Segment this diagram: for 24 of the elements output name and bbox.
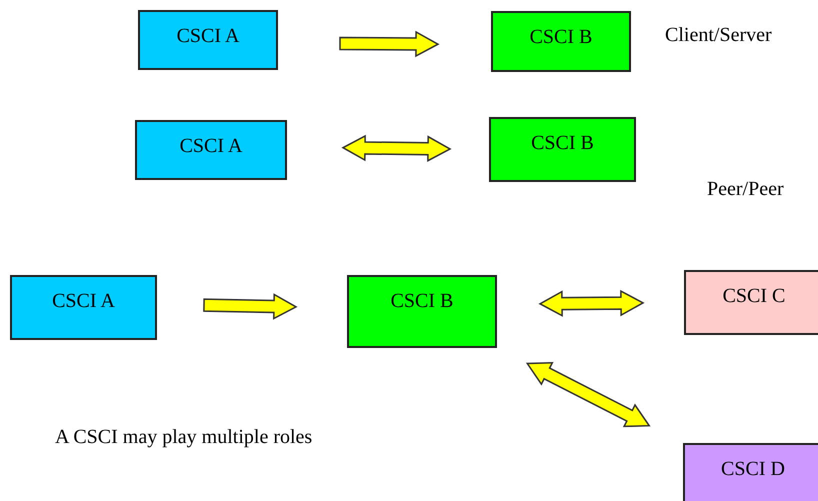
component-box [489,117,636,182]
box-label: CSCI B [530,27,592,47]
block-arrow [538,290,645,317]
component-box [491,11,631,72]
component-box [138,10,278,70]
role-label: Peer/Peer [707,179,784,199]
box-label: CSCI D [721,459,785,479]
component-box [684,270,818,335]
component-box [135,120,287,180]
box-label: CSCI B [531,133,594,153]
block-arrow [339,30,440,58]
box-label: CSCI A [52,291,115,311]
component-box [683,443,818,501]
box-label: CSCI C [722,286,786,306]
box-label: CSCI A [180,136,242,156]
block-arrow [341,134,452,162]
note-text: A CSCI may play multiple roles [55,427,312,447]
component-box [347,275,497,348]
component-box [10,275,157,340]
box-label: CSCI A [176,26,240,46]
role-label: Client/Server [665,25,772,45]
box-label: CSCI B [390,291,454,311]
block-arrow [203,293,298,320]
block-arrow [526,362,651,428]
